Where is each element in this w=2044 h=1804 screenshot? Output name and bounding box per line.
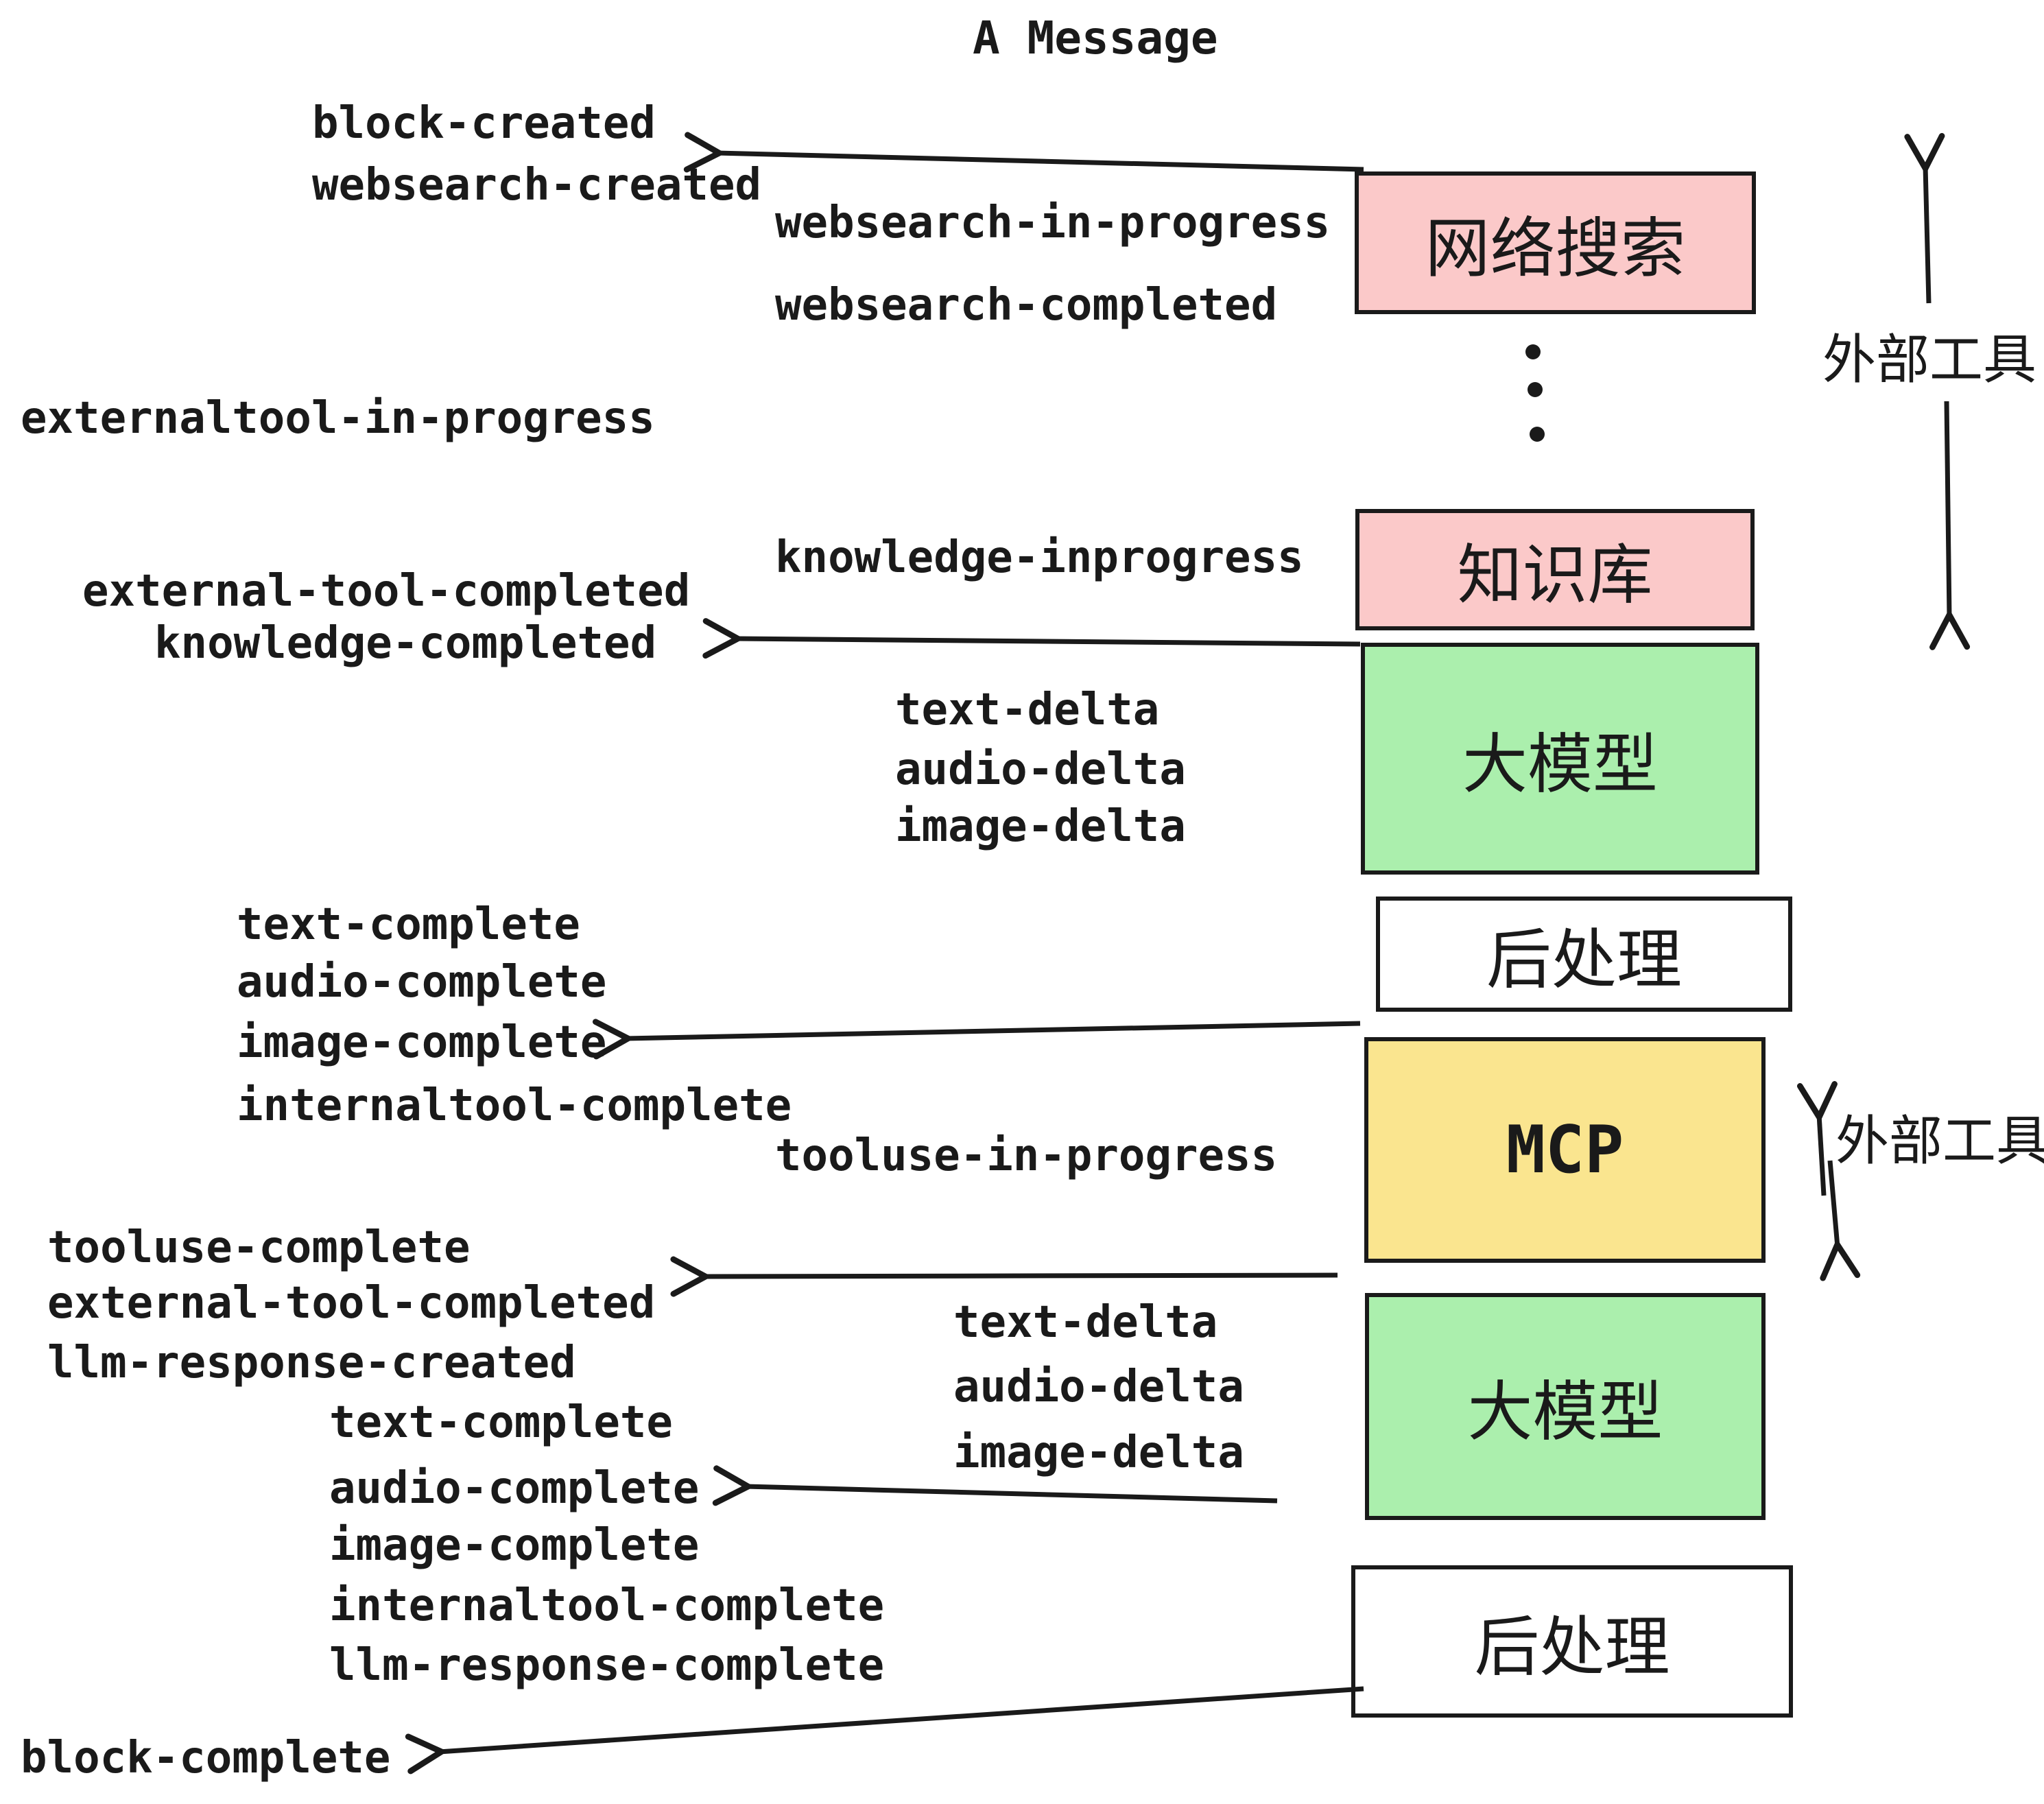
node-postprocess-2: 后处理 <box>1351 1565 1793 1718</box>
arrow-llm1-to-knowledge-completed <box>702 618 1361 659</box>
arrow-external-tools-mid-down <box>1820 1160 1861 1281</box>
node-llm-1: 大模型 <box>1361 643 1759 875</box>
event-label-audio-delta-2: audio-delta <box>953 1362 1244 1412</box>
event-label-text-delta: text-delta <box>895 685 1160 735</box>
event-label-audio-complete: audio-complete <box>237 957 607 1008</box>
node-postprocess-1: 后处理 <box>1376 897 1792 1012</box>
event-label-image-delta: image-delta <box>895 801 1186 852</box>
arrow-external-tools-top-up <box>1904 132 1945 304</box>
node-postprocess-2-label: 后处理 <box>1474 1609 1670 1685</box>
node-knowledge: 知识库 <box>1355 509 1755 630</box>
event-label-internaltool-complete-2: internaltool-complete <box>329 1580 885 1631</box>
ellipsis-dot-1 <box>1525 344 1541 359</box>
node-mcp-label: MCP <box>1506 1112 1624 1188</box>
event-label-websearch-created: websearch-created <box>312 160 762 211</box>
ellipsis-dot-3 <box>1530 427 1545 442</box>
arrow-external-tools-top-down <box>1929 401 1971 650</box>
node-mcp: MCP <box>1364 1037 1766 1263</box>
diagram-title: A Message <box>973 12 1218 64</box>
event-label-image-delta-2: image-delta <box>953 1427 1244 1478</box>
arrow-external-tools-mid-up <box>1796 1081 1838 1196</box>
node-llm-2: 大模型 <box>1365 1293 1766 1520</box>
event-label-audio-delta: audio-delta <box>895 744 1186 795</box>
event-label-audio-complete-2: audio-complete <box>329 1463 700 1514</box>
event-label-tooluse-complete: tooluse-complete <box>47 1222 471 1273</box>
event-label-knowledge-inprogress: knowledge-inprogress <box>775 532 1304 583</box>
node-websearch-label: 网络搜索 <box>1425 211 1686 287</box>
event-label-external-tool-completed-2: external-tool-completed <box>47 1278 656 1329</box>
event-label-llm-response-created: llm-response-created <box>47 1338 576 1388</box>
node-llm-2-label: 大模型 <box>1467 1375 1663 1450</box>
arrow-mcp-to-tooluse-complete <box>670 1256 1338 1297</box>
event-label-block-created: block-created <box>312 98 656 149</box>
event-label-internaltool-complete: internaltool-complete <box>237 1080 792 1131</box>
arrow-websearch-to-block-created <box>683 132 1364 173</box>
event-label-knowledge-completed: knowledge-completed <box>154 618 657 669</box>
event-label-text-complete-2: text-complete <box>329 1397 673 1448</box>
event-label-externaltool-in-progress: externaltool-in-progress <box>21 393 655 444</box>
arrow-postprocess1-to-image-complete <box>592 1019 1361 1060</box>
event-label-text-delta-2: text-delta <box>953 1297 1218 1348</box>
external-tools-note-top: 外部工具 <box>1822 329 2037 391</box>
ellipsis-dot-2 <box>1528 382 1543 397</box>
node-knowledge-label: 知识库 <box>1457 538 1653 613</box>
arrow-llm2-to-audio-complete <box>712 1465 1278 1506</box>
event-label-websearch-completed: websearch-completed <box>775 280 1278 331</box>
node-websearch: 网络搜索 <box>1355 171 1756 314</box>
arrow-postprocess2-to-block-complete <box>405 1686 1364 1775</box>
event-label-tooluse-in-progress: tooluse-in-progress <box>775 1130 1278 1181</box>
event-label-external-tool-completed: external-tool-completed <box>82 566 691 617</box>
event-label-websearch-in-progress: websearch-in-progress <box>775 198 1331 248</box>
event-label-image-complete-2: image-complete <box>329 1520 700 1571</box>
event-label-image-complete: image-complete <box>237 1017 607 1068</box>
node-llm-1-label: 大模型 <box>1462 726 1658 803</box>
external-tools-note-mid: 外部工具 <box>1835 1111 2044 1172</box>
event-label-text-complete: text-complete <box>237 899 580 950</box>
event-label-llm-response-complete: llm-response-complete <box>329 1640 885 1691</box>
event-label-block-complete: block-complete <box>21 1733 391 1783</box>
node-postprocess-1-label: 后处理 <box>1486 922 1682 998</box>
